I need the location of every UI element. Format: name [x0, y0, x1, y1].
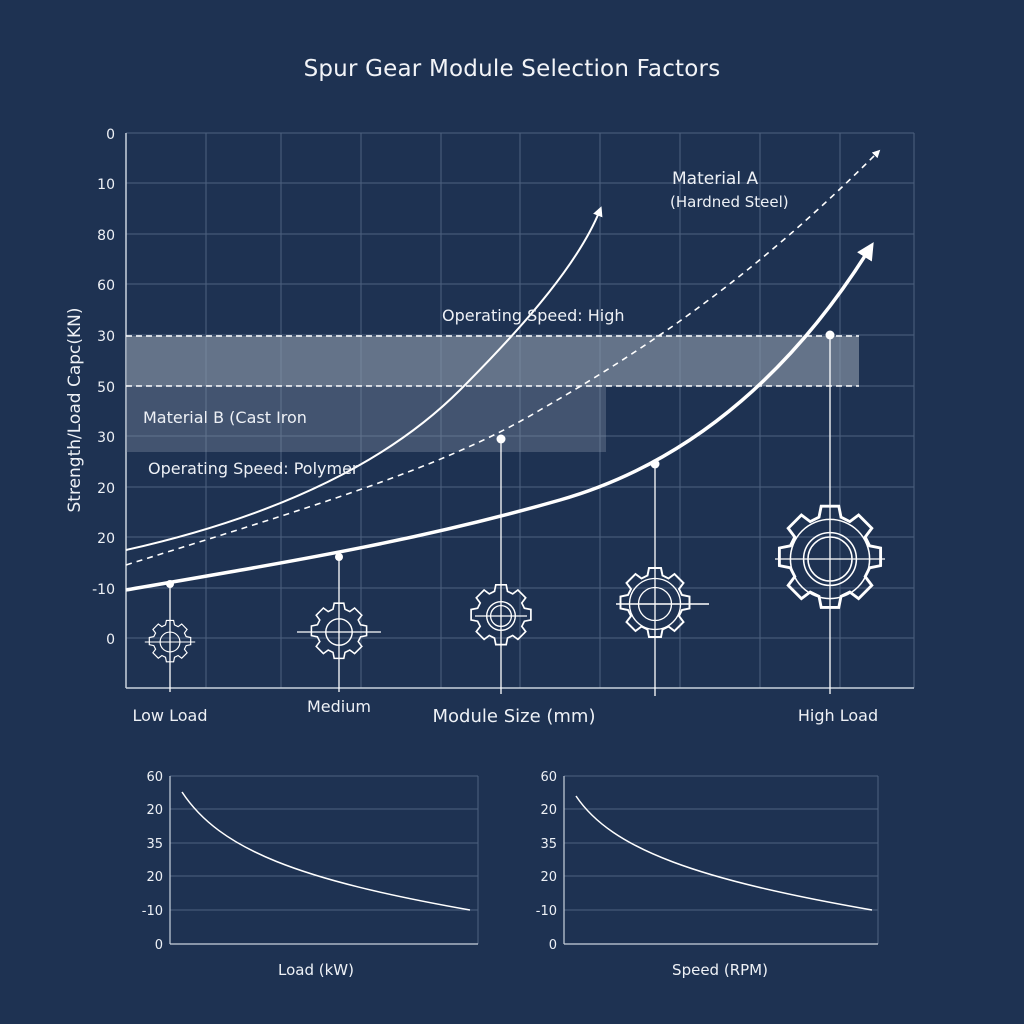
svg-text:0: 0	[106, 127, 115, 143]
svg-text:10: 10	[97, 177, 115, 193]
y-tick-labels: 0 10 80 60 30 50 30 20 20 -10 0	[92, 127, 115, 648]
svg-text:30: 30	[97, 329, 115, 345]
svg-text:20: 20	[146, 803, 163, 818]
y-axis-label: Strength/Load Capc(KN)	[65, 307, 85, 512]
x-axis-label: Module Size (mm)	[433, 706, 596, 727]
svg-text:0: 0	[155, 938, 163, 953]
load-chart: 60 20 35 20 -10 0 Load (kW)	[142, 770, 479, 979]
x-label-high-load: High Load	[798, 706, 878, 725]
svg-text:-10: -10	[92, 582, 115, 598]
speed-chart: 60 20 35 20 -10 0 Speed (RPM)	[536, 770, 879, 979]
svg-text:60: 60	[540, 770, 557, 785]
material-a-label: Material A	[672, 169, 758, 189]
svg-text:20: 20	[97, 481, 115, 497]
svg-text:0: 0	[106, 632, 115, 648]
material-b-band	[126, 386, 606, 452]
dashed-curve	[125, 149, 881, 566]
svg-text:20: 20	[97, 531, 115, 547]
speed-high-band	[126, 336, 859, 386]
svg-text:-10: -10	[536, 904, 557, 919]
svg-text:30: 30	[97, 430, 115, 446]
material-a-sublabel: (Hardned Steel)	[670, 193, 789, 211]
speed-axis-label: Speed (RPM)	[672, 961, 768, 979]
speed-polymer-label: Operating Speed: Polymer	[148, 459, 359, 478]
gear-icon-5	[774, 504, 886, 609]
svg-text:60: 60	[146, 770, 163, 785]
svg-text:-10: -10	[142, 904, 163, 919]
x-label-medium: Medium	[307, 697, 371, 716]
gear-icon-3	[470, 583, 532, 646]
gear-icon-4	[616, 567, 709, 638]
material-b-label: Material B (Cast Iron	[143, 408, 307, 427]
x-label-low-load: Low Load	[133, 706, 208, 725]
speed-high-label: Operating Speed: High	[442, 306, 624, 325]
axes	[125, 133, 914, 689]
svg-text:60: 60	[97, 278, 115, 294]
svg-text:50: 50	[97, 380, 115, 396]
thick-solid-curve	[125, 242, 874, 592]
data-markers	[166, 330, 835, 588]
svg-text:35: 35	[540, 837, 557, 852]
svg-text:20: 20	[540, 803, 557, 818]
svg-text:80: 80	[97, 228, 115, 244]
gear-icon-1	[144, 619, 196, 663]
gear-icon-2	[296, 602, 382, 660]
svg-text:20: 20	[540, 870, 557, 885]
svg-text:0: 0	[549, 938, 557, 953]
chart-title: Spur Gear Module Selection Factors	[303, 56, 721, 82]
svg-text:20: 20	[146, 870, 163, 885]
thin-solid-curve	[125, 206, 603, 551]
svg-text:35: 35	[146, 837, 163, 852]
load-axis-label: Load (kW)	[278, 961, 354, 979]
